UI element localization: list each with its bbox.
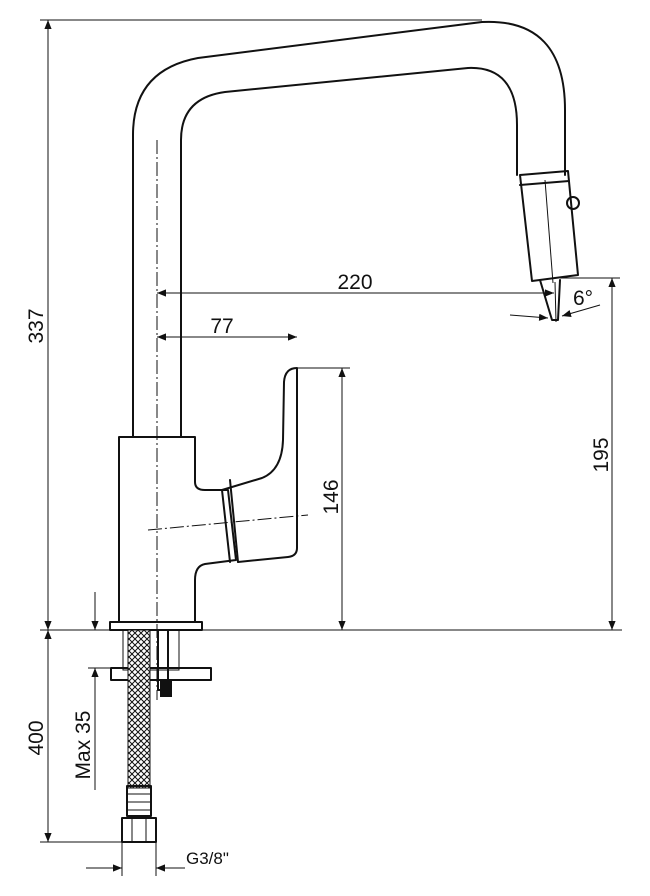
spray-head-split [544, 179, 554, 284]
hose-connector-nut [121, 817, 157, 843]
angle-arrow-left [509, 313, 549, 321]
faucet-body [118, 436, 237, 623]
label-body-height: 146 [320, 479, 343, 514]
flexible-hose [127, 629, 151, 789]
mount-nut [160, 681, 172, 697]
base-plate [109, 621, 203, 631]
spray-button [566, 196, 580, 210]
lever-joint-b [229, 479, 239, 563]
lever-axis [147, 514, 309, 531]
label-max-deck: Max 35 [72, 711, 95, 780]
spout-inner-contour [180, 66, 518, 438]
dimension-labels: 337 400 220 77 146 195 6° Max 35 G3/8" [25, 271, 613, 868]
mount-washer [110, 667, 212, 681]
spray-head [519, 170, 579, 282]
label-total-height: 337 [25, 308, 48, 343]
spray-nozzle [539, 279, 561, 321]
label-spout-reach: 220 [337, 271, 372, 294]
label-connection: G3/8" [186, 849, 229, 868]
angle-arrow-right [561, 304, 601, 317]
lever-handle [221, 367, 298, 563]
label-spout-angle: 6° [573, 287, 593, 310]
spray-head-band [519, 180, 570, 186]
angle-ref-vertical [554, 281, 557, 323]
spout-outer-contour [132, 20, 566, 438]
label-hose-length: 400 [25, 720, 48, 755]
dimension-lines [40, 19, 622, 876]
label-lever-offset: 77 [210, 315, 233, 338]
lever-joint-a [221, 489, 231, 563]
hose-ferrule [126, 785, 152, 817]
faucet-outline [109, 20, 580, 843]
label-spout-height: 195 [590, 437, 613, 472]
